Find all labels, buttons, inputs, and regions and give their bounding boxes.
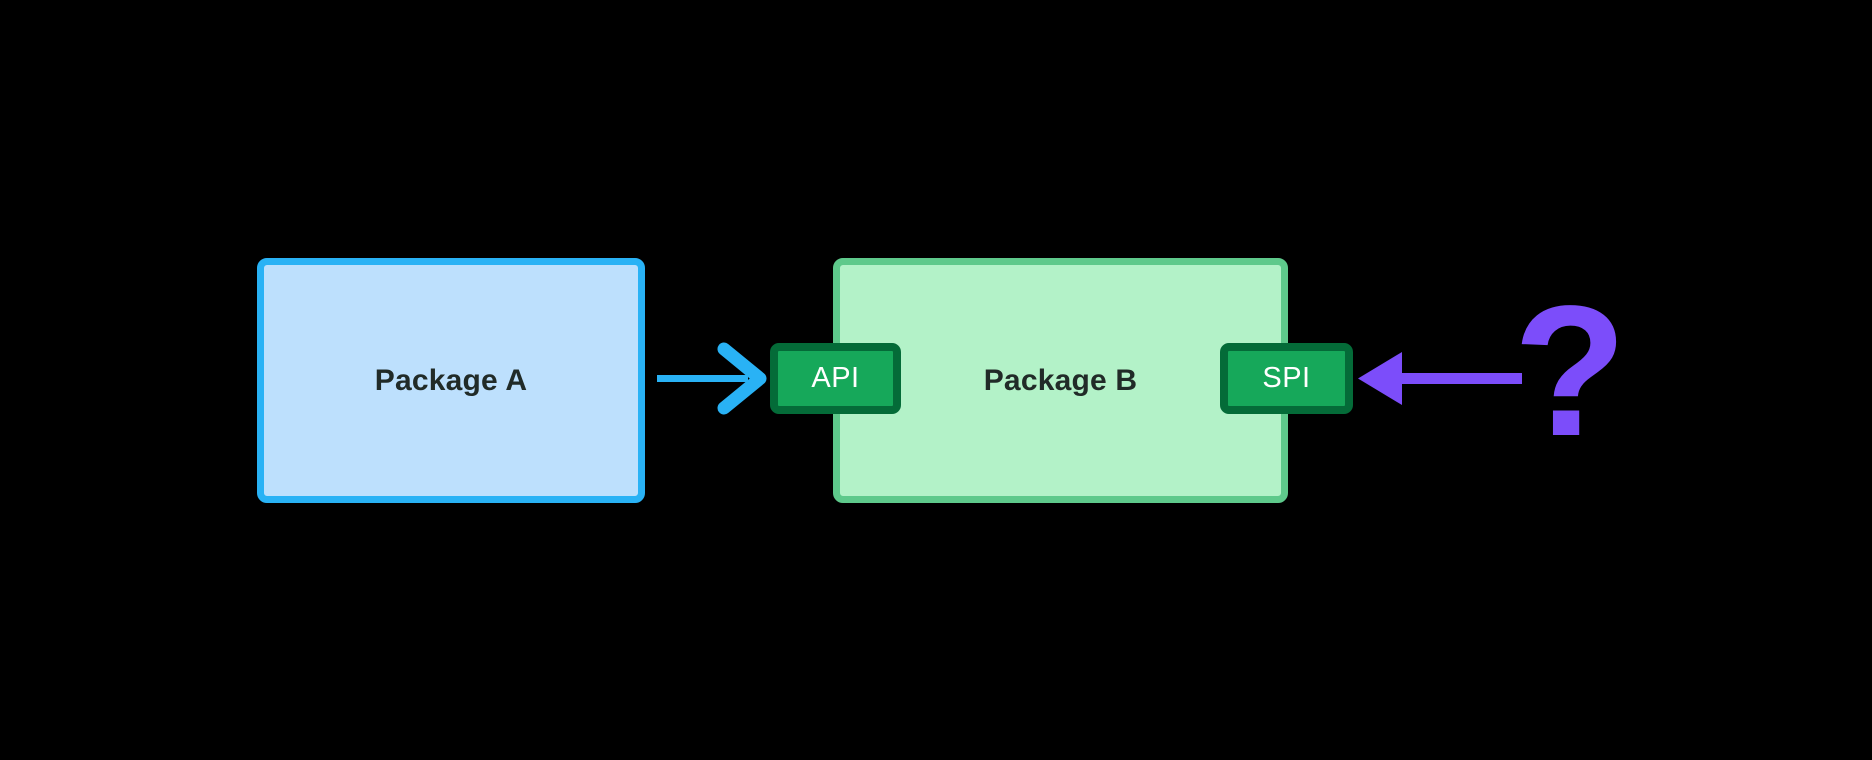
package-b-label: Package B bbox=[983, 363, 1138, 397]
spi-interface-badge[interactable]: SPI bbox=[1220, 343, 1353, 414]
arrow-package-a-to-api[interactable] bbox=[650, 340, 770, 420]
arrow-head-purple-triangle bbox=[1358, 352, 1402, 405]
package-a-box[interactable]: Package A bbox=[257, 258, 645, 503]
arrow-question-to-spi[interactable] bbox=[1352, 340, 1527, 420]
api-interface-badge[interactable]: API bbox=[770, 343, 901, 414]
api-badge-label: API bbox=[811, 362, 860, 394]
question-mark-icon: ? bbox=[1513, 268, 1627, 475]
arrow-head-blue-chevron bbox=[717, 342, 767, 415]
package-a-label: Package A bbox=[374, 363, 528, 397]
spi-badge-label: SPI bbox=[1262, 362, 1311, 394]
